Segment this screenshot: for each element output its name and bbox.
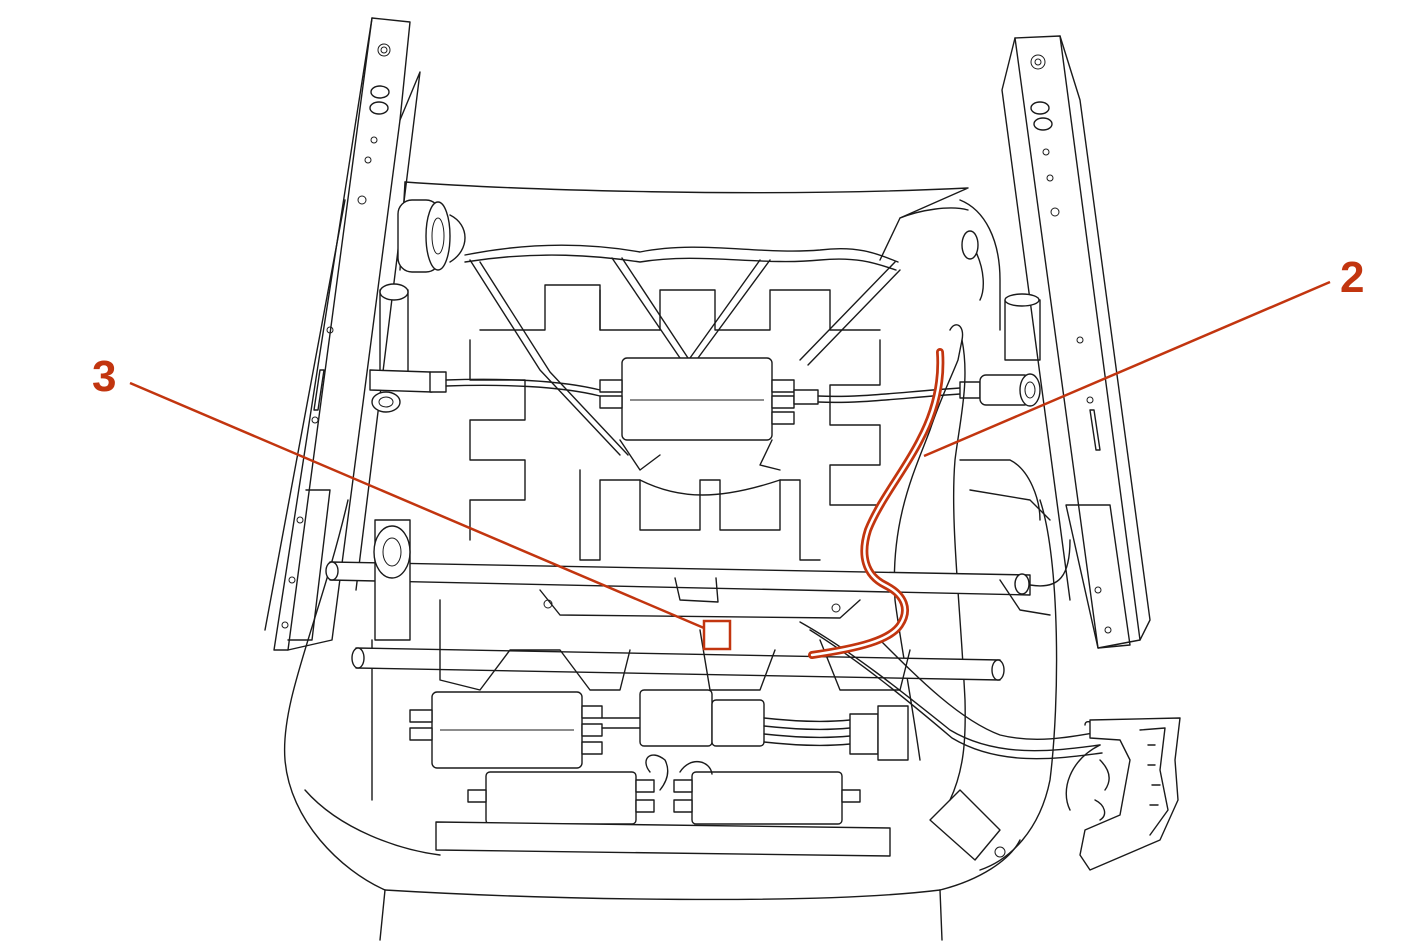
right-side-connector — [959, 293, 1041, 407]
clip-location-marker — [702, 619, 732, 651]
lower-motor-bottom — [435, 754, 891, 857]
leader-line-2 — [923, 280, 1331, 458]
leader-line-3 — [129, 381, 705, 630]
front-cross-bar — [325, 539, 1071, 619]
upper-spring-frame — [464, 244, 901, 561]
wire-route-inner — [810, 350, 942, 657]
right-seat-track — [1001, 35, 1151, 649]
highlighted-wire-route — [808, 348, 945, 659]
left-side-connector — [369, 283, 601, 413]
harness-connector-block — [639, 689, 909, 761]
left-seat-track — [264, 17, 421, 651]
right-lower-bracket — [959, 459, 1051, 616]
left-upper-bushing — [397, 199, 466, 273]
callout-label-2: 2 — [1340, 253, 1365, 302]
rear-cross-bar — [351, 599, 1005, 691]
upper-seat-motor — [599, 357, 961, 496]
lower-motor-left — [409, 691, 641, 769]
callout-label-3: 3 — [92, 352, 117, 401]
left-lower-bushing — [371, 519, 411, 801]
multipin-plug — [1079, 717, 1181, 871]
